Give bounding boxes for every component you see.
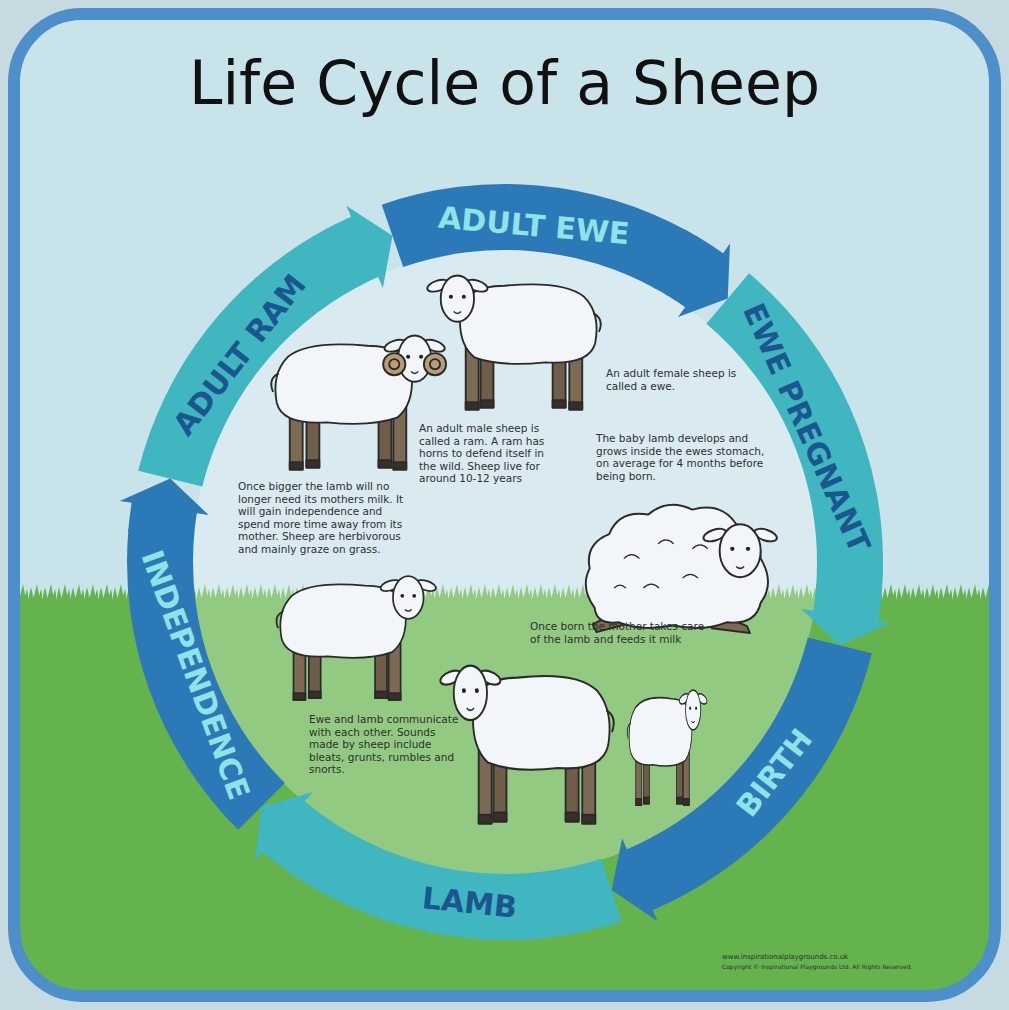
note-box: Copyright © Inspirational Playgrounds Lt… — [722, 963, 942, 970]
pregnant-ewe-illustration — [586, 505, 779, 633]
note-box: www.inspirationalplaygrounds.co.uk — [722, 953, 902, 961]
ring-inner-area — [192, 249, 818, 875]
note-box: An adult male sheep is called a ram. A r… — [419, 422, 554, 485]
note-text: Once bigger the lamb will no longer need… — [238, 480, 413, 556]
note-text: An adult male sheep is called a ram. A r… — [419, 422, 554, 485]
stage-name: EWE PREGNANT — [738, 299, 875, 557]
stage-band-shape — [316, 832, 622, 940]
arrow-layer — [120, 206, 890, 921]
band-layer — [127, 184, 883, 940]
card-border — [14, 14, 995, 996]
stage-band: BIRTH — [727, 717, 823, 828]
cycle-arrow — [612, 836, 686, 921]
stage-name: LAMB — [420, 883, 518, 923]
stage-band-shape — [127, 528, 285, 829]
cycle-arrow — [120, 479, 209, 538]
note-text: The baby lamb develops and grows inside … — [596, 432, 778, 482]
newborn-lamb-illustration — [627, 690, 707, 805]
stage-name: BIRTH — [732, 724, 818, 822]
cycle-arrow — [653, 229, 730, 317]
sky — [14, 14, 995, 996]
note-text: Once born the mother takes care of the l… — [530, 620, 715, 645]
note-text: An adult female sheep is called a ewe. — [606, 367, 738, 392]
stage-band: EWE PREGNANT — [734, 292, 877, 564]
stage-band-shape — [706, 273, 883, 573]
stage-band: ADULT EWE — [429, 202, 638, 250]
stage-name: ADULT EWE — [437, 203, 631, 250]
cycle-arrow — [255, 792, 352, 891]
stage-band-shape — [138, 228, 358, 486]
cycle-arrow — [801, 568, 890, 645]
stage-band: INDEPENDENCE — [133, 539, 256, 811]
note-box: Ewe and lamb communicate with each other… — [309, 713, 459, 776]
young-lamb-illustration — [277, 576, 438, 700]
cycle-arrow — [324, 206, 393, 288]
note-text: Ewe and lamb communicate with each other… — [309, 713, 459, 776]
stage-band-shape — [652, 637, 872, 895]
stage-band: ADULT RAM — [163, 263, 316, 447]
title-box: Life Cycle of a Sheep — [0, 50, 1009, 116]
mother-ewe-illustration — [439, 666, 614, 824]
ewe-illustration — [426, 276, 601, 410]
stage-name: INDEPENDENCE — [136, 547, 254, 804]
title: Life Cycle of a Sheep — [189, 50, 820, 116]
note-box: Once born the mother takes care of the l… — [530, 620, 715, 645]
watermark: www.inspirationalplaygrounds.co.uk — [722, 953, 902, 961]
note-box: The baby lamb develops and grows inside … — [596, 432, 778, 482]
stage-band-shape — [382, 184, 688, 289]
stage-band: LAMB — [412, 882, 526, 923]
copyright: Copyright © Inspirational Playgrounds Lt… — [722, 963, 942, 970]
note-box: Once bigger the lamb will no longer need… — [238, 480, 413, 556]
note-box: An adult female sheep is called a ewe. — [606, 367, 738, 392]
scene — [14, 14, 995, 996]
stage-name: ADULT RAM — [168, 269, 311, 440]
